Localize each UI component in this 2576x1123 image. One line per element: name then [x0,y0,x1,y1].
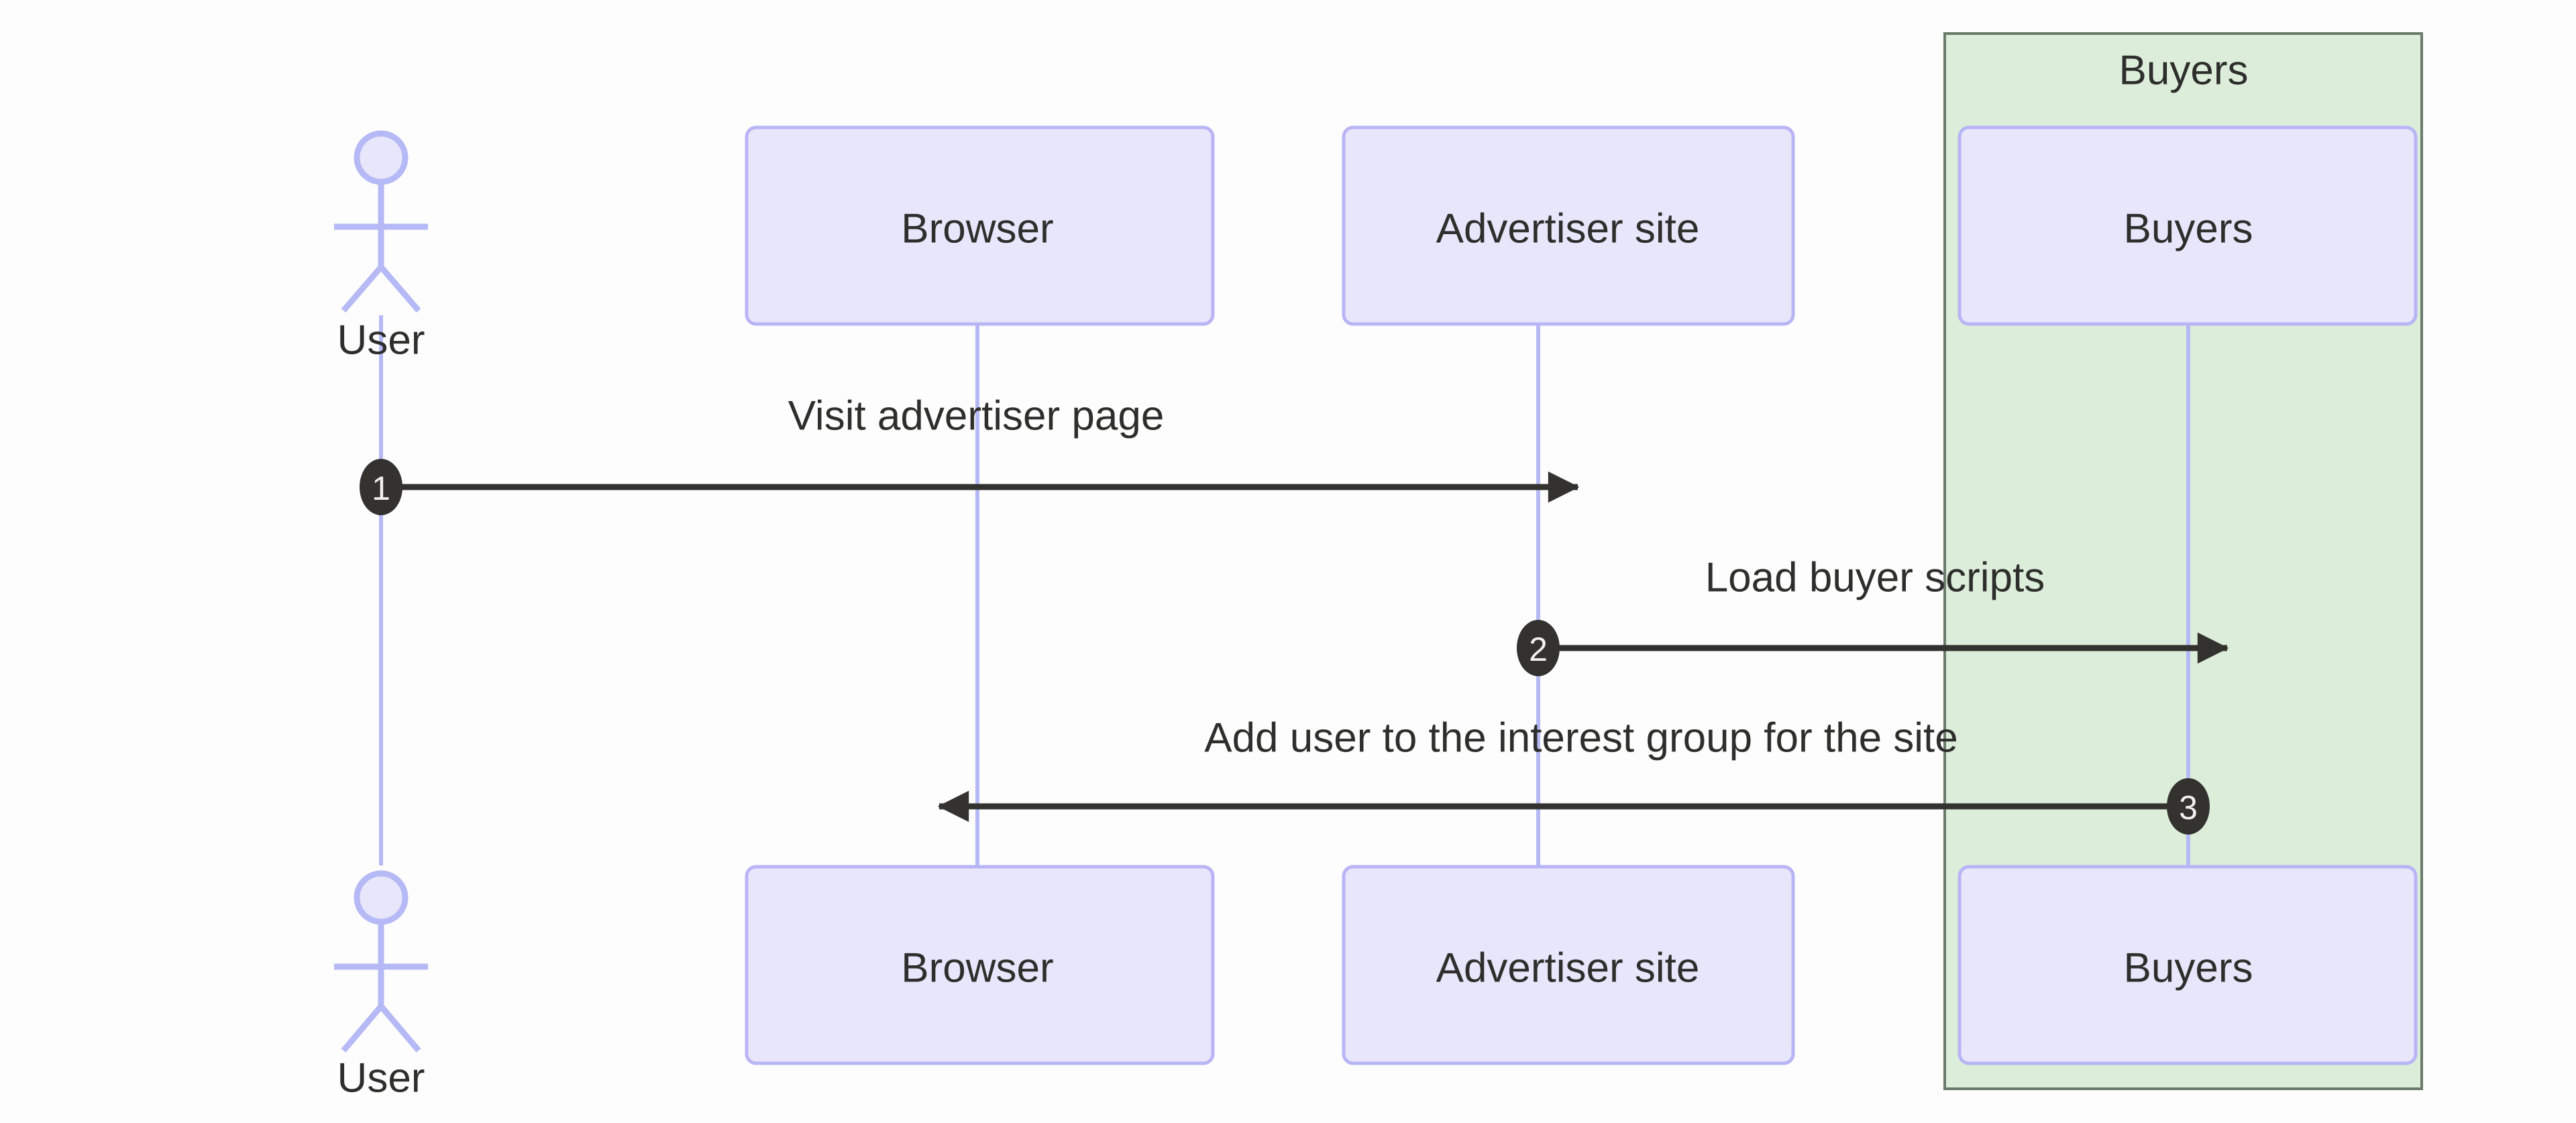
sequence-badge-1 [360,459,402,515]
participant-box-advertiser-site-bottom[interactable] [1342,865,1795,1065]
participant-label-browser-bottom: Browser [901,945,1054,992]
message-arrow-2[interactable] [1517,620,2229,676]
participant-label-buyers-top: Buyers [2123,205,2253,252]
participant-box-buyers-bottom[interactable] [1957,865,2418,1065]
message-arrow-3[interactable] [937,778,2210,835]
sequence-badge-2 [1517,620,1560,676]
actor-label-user-bottom: User [337,1055,425,1102]
actor-user-bottom [334,870,428,1053]
participant-box-buyers-top[interactable] [1957,125,2418,326]
participant-box-browser-bottom[interactable] [745,865,1215,1065]
participant-box-browser-top[interactable] [745,125,1215,326]
actor-user-top [334,130,428,313]
participant-label-advertiser-site-top: Advertiser site [1436,205,1700,252]
group-title-buyers: Buyers [2118,47,2249,94]
sequence-badge-3 [2167,778,2210,835]
participant-label-buyers-bottom: Buyers [2123,945,2253,992]
message-arrow-1[interactable] [360,459,1580,515]
message-label-2: Load buyer scripts [1705,554,2045,601]
participant-label-browser-top: Browser [901,205,1054,252]
actor-label-user-top: User [337,317,425,364]
participant-box-advertiser-site-top[interactable] [1342,125,1795,326]
message-label-3: Add user to the interest group for the s… [1204,714,1958,761]
message-label-1: Visit advertiser page [788,392,1165,439]
participant-label-advertiser-site-bottom: Advertiser site [1436,945,1700,992]
